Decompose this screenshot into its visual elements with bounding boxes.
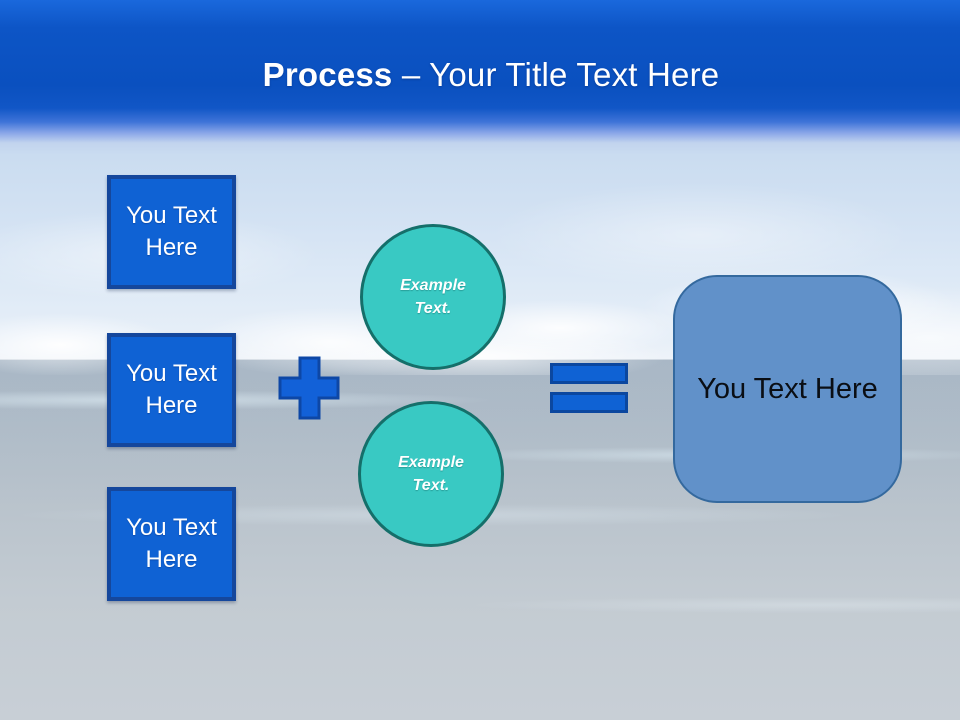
example-circle-2-label: Example Text.: [398, 454, 464, 494]
process-box-2-label: You Text Here: [126, 360, 217, 419]
slide-title-keyword: Process: [262, 56, 393, 93]
process-box-1[interactable]: You Text Here: [107, 175, 236, 289]
process-box-1-label: You Text Here: [126, 202, 217, 261]
result-box-label: You Text Here: [697, 372, 878, 405]
process-box-3-label: You Text Here: [126, 514, 217, 573]
slide-title-subtitle: – Your Title Text Here: [392, 56, 720, 93]
example-circle-2[interactable]: Example Text.: [358, 401, 504, 547]
process-box-3[interactable]: You Text Here: [107, 487, 236, 601]
slide-title[interactable]: Process – Your Title Text Here: [0, 54, 960, 96]
equals-icon: [550, 363, 628, 413]
process-box-2[interactable]: You Text Here: [107, 333, 236, 447]
plus-icon: [277, 355, 341, 421]
example-circle-1-label: Example Text.: [400, 277, 466, 317]
example-circle-1[interactable]: Example Text.: [360, 224, 506, 370]
equals-bar-top: [550, 363, 628, 384]
result-box[interactable]: You Text Here: [673, 275, 902, 503]
equals-bar-bottom: [550, 392, 628, 413]
